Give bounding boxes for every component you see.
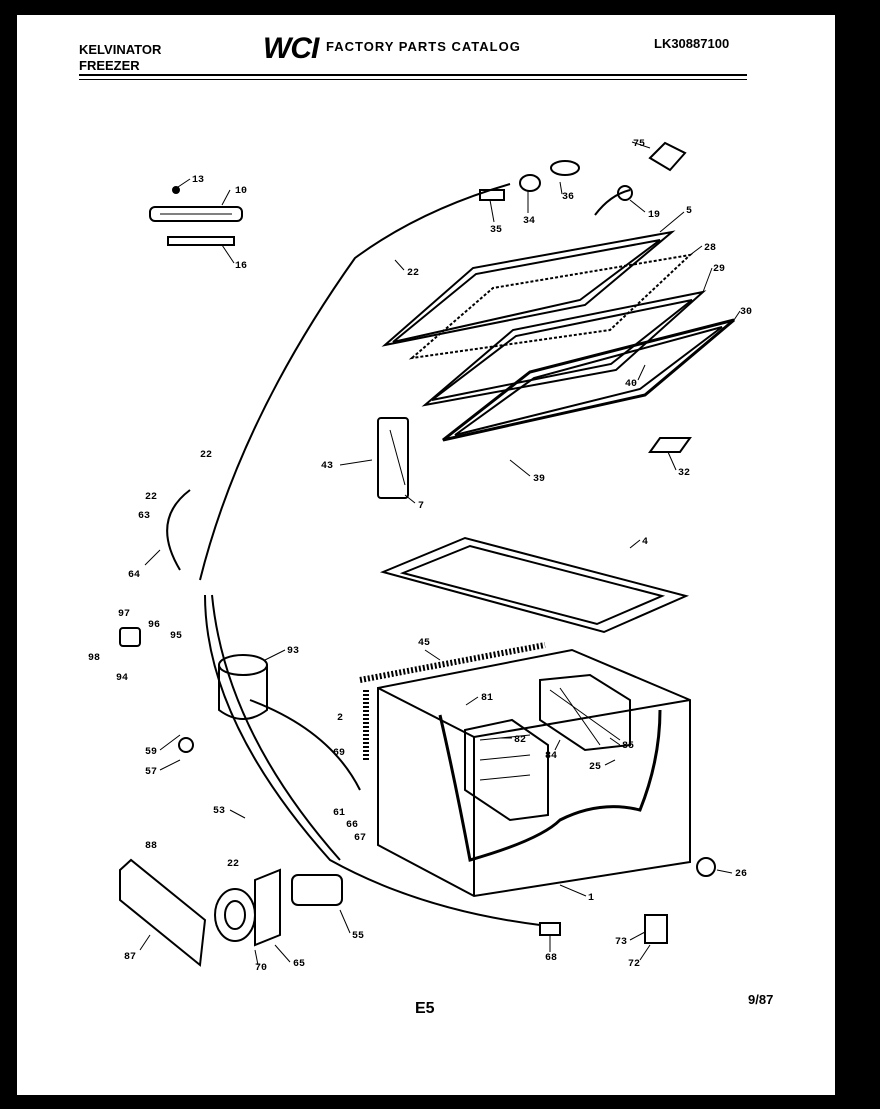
plug-part-68 — [539, 922, 561, 936]
compressor-part-93 — [218, 654, 268, 720]
brand-line-1: KELVINATOR — [79, 42, 162, 57]
callout-10: 10 — [235, 186, 247, 197]
drain-plug-part-57 — [178, 737, 194, 753]
part-72 — [644, 914, 668, 944]
gasket-part-30 — [442, 318, 735, 442]
hinge-part-7 — [377, 417, 409, 499]
callout-66: 66 — [346, 820, 358, 831]
part-35 — [479, 189, 505, 201]
callout-19: 19 — [648, 210, 660, 221]
callout-85: 85 — [622, 741, 634, 752]
header-rule — [79, 74, 747, 76]
callout-94: 94 — [116, 673, 128, 684]
callout-29: 29 — [713, 264, 725, 275]
callout-5: 5 — [686, 206, 692, 217]
callout-59: 59 — [145, 747, 157, 758]
callout-28: 28 — [704, 243, 716, 254]
wiring-and-tubing — [166, 183, 541, 926]
callout-93: 93 — [287, 646, 299, 657]
callout-39: 39 — [533, 474, 545, 485]
callout-2: 2 — [337, 713, 343, 724]
handle-part-10 — [149, 186, 243, 246]
switch-part-34 — [519, 174, 541, 192]
callout-22-d: 22 — [227, 859, 239, 870]
lock-part-19 — [594, 185, 633, 216]
cover-plate-part-87 — [119, 858, 207, 967]
callout-64: 64 — [128, 570, 140, 581]
callout-26: 26 — [735, 869, 747, 880]
callout-22-c: 22 — [145, 492, 157, 503]
key-part-75 — [648, 141, 687, 172]
callout-35: 35 — [490, 225, 502, 236]
callout-55: 55 — [352, 931, 364, 942]
callout-69: 69 — [333, 748, 345, 759]
callout-65: 65 — [293, 959, 305, 970]
callout-87: 87 — [124, 952, 136, 963]
callout-45: 45 — [418, 638, 430, 649]
leader-lines — [139, 141, 741, 966]
callout-97: 97 — [118, 609, 130, 620]
callout-36: 36 — [562, 192, 574, 203]
callout-22-a: 22 — [407, 268, 419, 279]
callout-96: 96 — [148, 620, 160, 631]
header-rule-thin — [79, 79, 747, 80]
fan-part-70 — [214, 888, 256, 942]
callout-40: 40 — [625, 379, 637, 390]
callout-84: 84 — [545, 751, 557, 762]
callout-13: 13 — [192, 175, 204, 186]
thermostat-part-97 — [119, 627, 141, 647]
callout-72: 72 — [628, 959, 640, 970]
evaporator-part-82 — [464, 718, 549, 822]
brand-line-2: FREEZER — [79, 58, 140, 73]
callout-88: 88 — [145, 841, 157, 852]
callout-30: 30 — [740, 307, 752, 318]
callout-67: 67 — [354, 833, 366, 844]
callout-63: 63 — [138, 511, 150, 522]
bracket-part-65 — [254, 868, 281, 947]
label-part-32 — [648, 437, 692, 453]
callout-53: 53 — [213, 806, 225, 817]
callout-34: 34 — [523, 216, 535, 227]
relay-part-55 — [291, 874, 343, 906]
callout-70: 70 — [255, 963, 267, 974]
lid-liner-part-5 — [381, 230, 676, 347]
model-number: LK30887100 — [654, 36, 730, 51]
callout-73: 73 — [615, 937, 627, 948]
callout-82: 82 — [514, 735, 526, 746]
bulb-part-36 — [550, 160, 580, 176]
callout-16: 16 — [235, 261, 247, 272]
callout-32: 32 — [678, 468, 690, 479]
callout-98: 98 — [88, 653, 100, 664]
part-26 — [696, 857, 716, 877]
callout-57: 57 — [145, 767, 157, 778]
cabinet-part-1 — [377, 648, 691, 898]
breaker-strip-part-4 — [379, 536, 690, 634]
callout-43: 43 — [321, 461, 333, 472]
callout-7: 7 — [418, 501, 424, 512]
callout-81: 81 — [481, 693, 493, 704]
callout-25: 25 — [589, 762, 601, 773]
page-code: E5 — [415, 1000, 435, 1017]
callout-68: 68 — [545, 953, 557, 964]
callout-61: 61 — [333, 808, 345, 819]
catalog-date: 9/87 — [748, 992, 774, 1007]
callout-4: 4 — [642, 537, 648, 548]
condenser-coil-part-45 — [359, 642, 546, 760]
callout-95: 95 — [170, 631, 182, 642]
wci-logo: WCI — [263, 32, 319, 65]
callout-22-b: 22 — [200, 450, 212, 461]
catalog-title: FACTORY PARTS CATALOG — [326, 39, 521, 54]
callout-1: 1 — [588, 893, 594, 904]
basket-part-84 — [539, 673, 631, 752]
